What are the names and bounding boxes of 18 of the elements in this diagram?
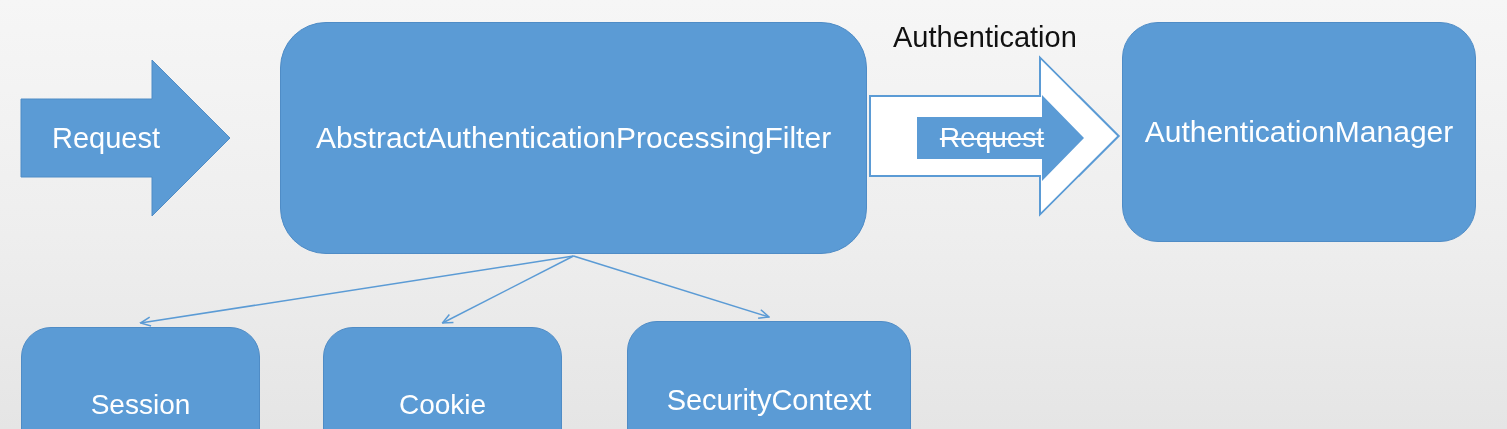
node-label: Cookie [398, 388, 487, 422]
process-box [627, 321, 911, 429]
block-arrow [21, 60, 230, 216]
process-box [323, 327, 562, 429]
arrow-label: Request [939, 121, 1045, 155]
arrow [139, 255, 575, 327]
process-box [1122, 22, 1476, 242]
node-label: AbstractAuthenticationProcessingFilter [315, 120, 832, 156]
node-label: SecurityContext [666, 383, 872, 418]
node-label: AuthenticationManager [1144, 114, 1454, 150]
node-label: Request [52, 120, 160, 156]
arrow [572, 255, 770, 320]
process-box [21, 327, 260, 429]
hollow-block-arrow [869, 55, 1120, 217]
node-label: Session [90, 388, 191, 422]
arrow [441, 255, 575, 324]
process-box [280, 22, 867, 254]
edge-label: Authentication [893, 21, 1077, 55]
